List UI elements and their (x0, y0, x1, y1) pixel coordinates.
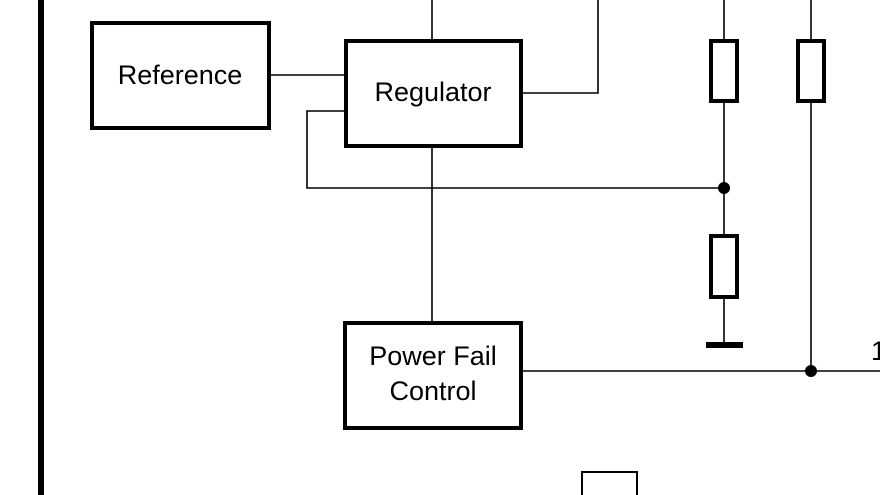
wires (269, 0, 880, 372)
regulator-block: Regulator (344, 39, 523, 148)
pin-number-label: 1 (871, 336, 880, 366)
resistor-divider-upper (709, 39, 739, 103)
reference-label: Reference (118, 60, 243, 90)
partial-block-bottom (581, 471, 638, 495)
power-fail-label-line1: Power Fail (369, 341, 497, 371)
regulator-label: Regulator (374, 77, 491, 107)
junction-dot-output (805, 365, 817, 377)
wire-regulator-output (521, 0, 599, 94)
reference-block: Reference (90, 21, 271, 130)
wire-feedback (306, 110, 724, 189)
junction-dot-feedback (718, 182, 730, 194)
resistor-divider-lower (709, 234, 739, 299)
power-fail-control-block: Power Fail Control (343, 321, 523, 430)
power-fail-label-line2: Control (389, 376, 476, 406)
resistor-pullup (796, 39, 826, 103)
